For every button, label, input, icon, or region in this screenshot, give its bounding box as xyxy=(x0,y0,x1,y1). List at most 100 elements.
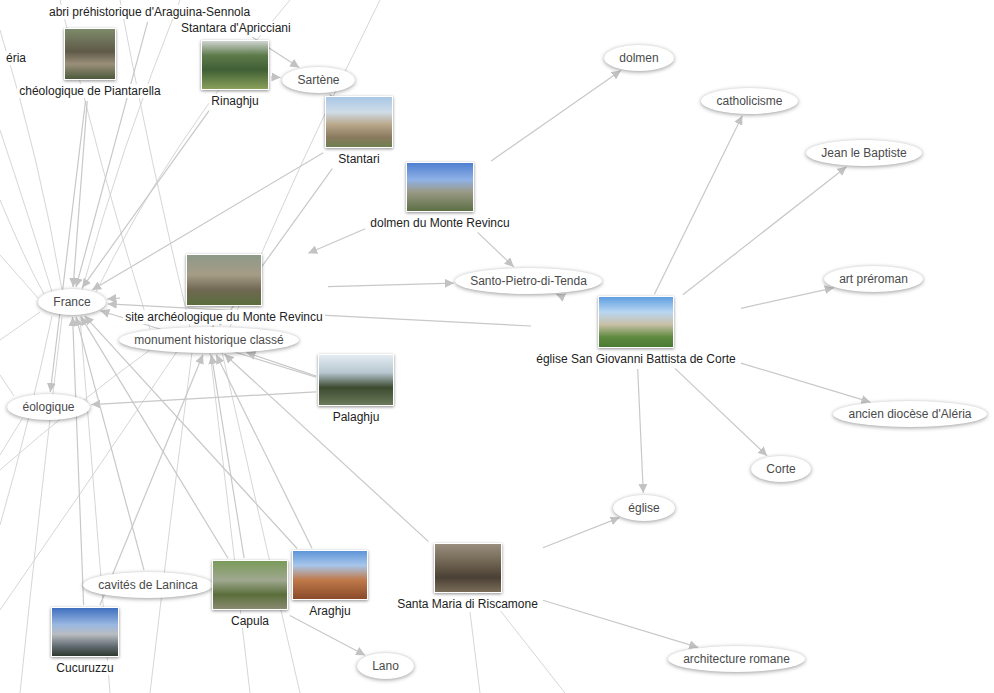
photo-thumbnail xyxy=(434,543,502,593)
entity-ellipse: ancien diocèse d'Aléria xyxy=(833,401,987,427)
link-arrow xyxy=(478,232,514,266)
background-link xyxy=(0,130,52,292)
link-arrow xyxy=(73,101,87,287)
photo-node: Rinaghju xyxy=(201,40,269,109)
background-link xyxy=(0,255,38,298)
link-arrow xyxy=(76,317,144,570)
node-label: église xyxy=(628,501,659,515)
link-arrow xyxy=(107,298,120,299)
link-arrow xyxy=(543,518,620,548)
background-link xyxy=(60,0,150,329)
link-arrow xyxy=(50,101,85,392)
node-label: art préroman xyxy=(839,272,908,286)
node-label: Palaghju xyxy=(331,410,382,424)
entity-ellipse: Lano xyxy=(357,653,414,679)
node-label: Corte xyxy=(766,462,795,476)
photo-thumbnail xyxy=(212,560,288,610)
photo-node: Capula xyxy=(212,560,288,629)
background-link xyxy=(150,352,192,693)
entity-ellipse: Jean le Baptiste xyxy=(806,140,922,166)
link-arrow xyxy=(675,368,767,455)
link-arrow xyxy=(73,317,84,605)
link-arrow xyxy=(108,304,531,326)
link-arrow xyxy=(211,355,244,558)
link-arrow xyxy=(683,167,847,295)
photo-node: chéologique de Piantarella xyxy=(16,28,164,99)
link-arrow xyxy=(741,288,834,309)
node-label: monument historique classé xyxy=(134,333,283,347)
node-label: site archéologique du Monte Revincu xyxy=(123,310,324,324)
entity-ellipse: dolmen xyxy=(604,45,674,71)
node-label: Araghju xyxy=(307,604,352,618)
text-node: éria xyxy=(4,48,30,66)
entity-ellipse: architecture romane xyxy=(668,646,805,672)
node-label: Santo-Pietro-di-Tenda xyxy=(470,274,587,288)
link-arrow xyxy=(638,369,644,493)
link-arrow xyxy=(100,355,203,605)
background-link xyxy=(222,352,300,693)
entity-ellipse: Corte xyxy=(751,456,811,482)
photo-thumbnail xyxy=(64,28,116,80)
background-link xyxy=(210,352,250,693)
entity-ellipse: Sartène xyxy=(282,67,355,93)
photo-thumbnail xyxy=(325,96,393,148)
photo-thumbnail xyxy=(186,254,262,306)
entity-ellipse: catholicisme xyxy=(701,88,798,114)
link-arrow xyxy=(246,353,316,377)
entity-ellipse: éologique xyxy=(7,394,90,420)
photo-thumbnail xyxy=(51,607,119,657)
link-arrow xyxy=(654,116,742,295)
photo-node: Stantari xyxy=(325,96,393,167)
link-arrow xyxy=(556,294,558,295)
background-link xyxy=(0,419,22,455)
background-link xyxy=(0,316,52,525)
node-label: Lano xyxy=(372,659,399,673)
photo-node: Palaghju xyxy=(318,354,394,425)
background-link xyxy=(470,612,480,693)
background-link xyxy=(492,600,565,693)
photo-thumbnail xyxy=(406,162,474,212)
entity-ellipse: église xyxy=(613,495,675,521)
link-arrow xyxy=(741,363,871,402)
photo-node: Santa Maria di Riscamone xyxy=(394,543,541,612)
photo-node: site archéologique du Monte Revincu xyxy=(122,254,326,325)
node-label: Cucuruzzu xyxy=(54,661,115,675)
link-arrow xyxy=(225,354,429,541)
photo-node: dolmen du Monte Revincu xyxy=(367,162,513,231)
photo-thumbnail xyxy=(598,296,674,348)
node-label: Stantara d'Apricciani xyxy=(179,21,293,35)
photo-thumbnail xyxy=(201,40,269,90)
node-label: abri préhistorique d'Araguina-Sennola xyxy=(47,5,252,19)
entity-ellipse: art préroman xyxy=(824,266,923,292)
link-arrow xyxy=(328,283,454,287)
node-label: Rinaghju xyxy=(209,94,260,108)
text-node: abri préhistorique d'Araguina-Sennola xyxy=(47,2,254,20)
photo-node: Cucuruzzu xyxy=(51,607,119,676)
entity-ellipse: Santo-Pietro-di-Tenda xyxy=(455,268,602,294)
link-arrow xyxy=(290,616,365,656)
node-label: chéologique de Piantarella xyxy=(17,84,162,98)
background-link xyxy=(0,375,14,396)
photo-thumbnail xyxy=(318,354,394,406)
link-arrow xyxy=(329,93,330,95)
node-label: ancien diocèse d'Aléria xyxy=(848,407,971,421)
node-label: cavités de Laninca xyxy=(98,578,197,592)
entity-ellipse: monument historique classé xyxy=(119,327,299,353)
node-label: Capula xyxy=(229,614,271,628)
background-link xyxy=(96,0,290,292)
link-arrow xyxy=(216,355,312,548)
entity-ellipse: cavités de Laninca xyxy=(83,572,213,598)
background-link xyxy=(0,312,40,340)
link-arrow xyxy=(91,392,316,405)
node-label: dolmen xyxy=(619,51,658,65)
photo-node: Araghju xyxy=(292,550,368,619)
node-label: France xyxy=(53,295,90,309)
node-label: église San Giovanni Battista de Corte xyxy=(534,352,737,366)
link-arrow xyxy=(543,600,698,647)
photo-thumbnail xyxy=(292,550,368,600)
text-node: Stantara d'Apricciani xyxy=(179,18,294,36)
node-label: Santa Maria di Riscamone xyxy=(395,597,540,611)
node-label: Jean le Baptiste xyxy=(821,146,906,160)
background-link xyxy=(0,30,62,290)
